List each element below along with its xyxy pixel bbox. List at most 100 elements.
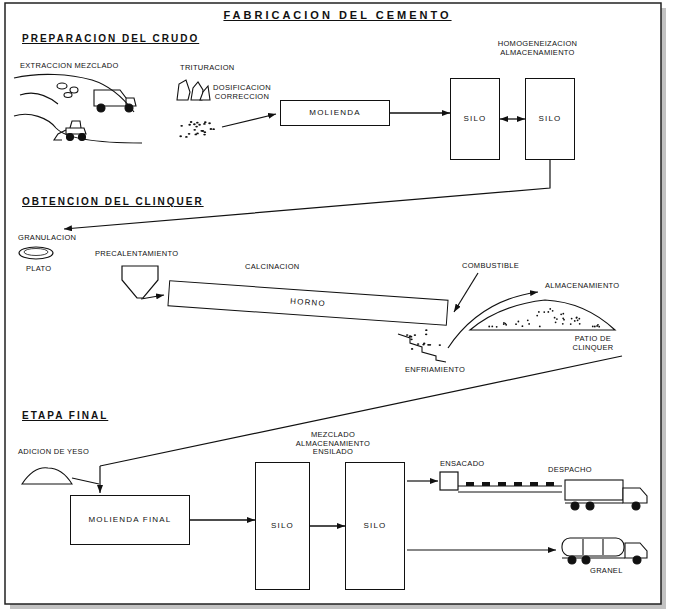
grain: [552, 310, 554, 312]
wheel: [571, 502, 579, 510]
wheel: [79, 134, 86, 141]
grain: [417, 343, 419, 345]
grain: [210, 128, 213, 130]
flow-line: [72, 478, 99, 484]
bag: [546, 482, 554, 486]
grain: [414, 334, 416, 336]
grain: [576, 316, 578, 318]
bag: [530, 482, 538, 486]
grain: [198, 124, 201, 126]
tank-seam: [602, 539, 603, 555]
hill-line: [20, 93, 58, 104]
hill-line: [14, 74, 134, 112]
step-label: GRANULACION: [18, 234, 76, 243]
grain: [555, 321, 557, 323]
step-label: EXTRACCION MEZCLADO: [20, 62, 119, 71]
grain: [562, 323, 564, 325]
grain: [185, 136, 188, 138]
process-box: MOLIENDA: [280, 100, 390, 126]
step-label: HOMOGENEIZACION ALMACENAMIENTO: [490, 40, 585, 57]
fuel-arrow: [454, 273, 478, 312]
step-label: PLATO: [26, 265, 51, 274]
bag: [482, 482, 490, 486]
grain: [562, 317, 564, 319]
process-box: SILO: [255, 462, 310, 590]
step-label: DESPACHO: [548, 466, 592, 475]
box-label: HORNO: [290, 297, 326, 310]
grain: [204, 121, 207, 123]
grain: [423, 343, 425, 345]
step-label: PATIO DE CLINQUER: [568, 335, 618, 352]
grain: [212, 128, 215, 130]
step-label: ADICION DE YESO: [18, 448, 89, 457]
tank-seam: [582, 539, 583, 555]
grain: [598, 326, 600, 328]
flow-arrow: [407, 480, 438, 481]
step-label: ALMACENAMIENTO: [545, 282, 620, 291]
loader-cab: [70, 121, 81, 128]
bagging-machine: [440, 472, 458, 490]
grain: [410, 338, 412, 340]
grain: [554, 317, 556, 319]
dump-truck: [94, 90, 126, 106]
box-label: SILO: [463, 114, 486, 124]
flow-connector: [500, 118, 525, 119]
process-box: SILO: [450, 78, 500, 160]
box-label: SILO: [271, 521, 294, 531]
grain: [597, 324, 599, 326]
grain: [574, 320, 576, 322]
grain: [517, 321, 519, 323]
box-label: SILO: [363, 521, 386, 531]
wheel: [632, 502, 640, 510]
grain: [203, 134, 206, 136]
crushing-illustration: [177, 80, 210, 100]
grain: [556, 318, 558, 320]
grain: [188, 124, 191, 126]
rock: [64, 93, 72, 98]
grain: [411, 348, 413, 350]
truck-cab: [623, 488, 647, 503]
grain: [406, 334, 408, 336]
grain: [195, 126, 198, 128]
box-label: SILO: [538, 114, 561, 124]
grain: [488, 326, 490, 328]
flow-arrow: [407, 549, 556, 550]
grain: [539, 325, 541, 327]
hill-line: [14, 114, 142, 143]
cooler-grate: [398, 334, 446, 362]
grain: [193, 123, 196, 125]
flow-arrow: [99, 466, 100, 493]
grain: [528, 323, 530, 325]
step-label: PRECALENTAMIENTO: [95, 250, 178, 259]
process-box: MOLIENDA FINAL: [70, 495, 190, 545]
flow-connector: [190, 519, 255, 520]
box-label: MOLIENDA: [309, 108, 360, 118]
clinker-cooling: [406, 329, 441, 349]
grain: [190, 121, 193, 123]
diagram-title: FABRICACION DEL CEMENTO: [0, 9, 675, 21]
clinker-pile: [470, 300, 615, 330]
grain: [515, 323, 517, 325]
grain: [425, 329, 427, 331]
wheel: [582, 556, 590, 564]
grain: [203, 123, 206, 125]
grain: [193, 129, 196, 131]
dosed-material: [179, 121, 215, 138]
process-box: SILO: [345, 462, 405, 590]
step-label: ENFRIAMIENTO: [405, 366, 465, 375]
grain: [560, 313, 562, 315]
flow-arrow: [141, 295, 164, 299]
grain: [549, 308, 551, 310]
box-label: MOLIENDA FINAL: [88, 515, 171, 525]
grain: [180, 125, 183, 127]
grain: [188, 133, 191, 135]
grain: [496, 326, 498, 328]
step-label: TRITURACION: [180, 64, 235, 73]
grain: [536, 315, 538, 317]
flow-line: [100, 356, 622, 466]
wheel: [568, 556, 576, 564]
truck-box: [565, 480, 623, 500]
flow-arrow: [222, 114, 276, 127]
granulation-plate: [19, 247, 53, 259]
